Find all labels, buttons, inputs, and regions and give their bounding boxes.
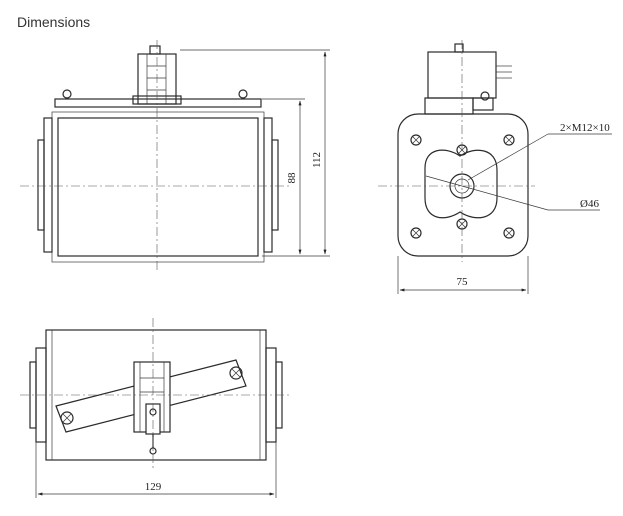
- dim-height-body: 88: [286, 172, 298, 184]
- side-connector: [424, 43, 512, 115]
- top-view: 129: [20, 318, 290, 498]
- front-flange-right: [263, 117, 273, 253]
- dim-thread: 2×M12×10: [560, 122, 610, 134]
- dim-length: 129: [145, 481, 162, 493]
- front-body: [57, 117, 259, 257]
- top-screw-right: [229, 366, 243, 380]
- front-screw-right: [238, 89, 248, 99]
- front-screw-left: [62, 89, 72, 99]
- dim-height-overall: 112: [311, 152, 323, 168]
- side-view: 2×M12×10 Ø46 75: [378, 40, 612, 294]
- top-connector: [133, 361, 171, 455]
- top-screw-left: [60, 411, 74, 425]
- front-top-plate: [54, 98, 262, 108]
- page-heading: Dimensions: [17, 14, 91, 30]
- dim-width-side: 75: [457, 276, 469, 288]
- side-flange: [397, 113, 529, 257]
- front-view: 112 88: [20, 40, 330, 272]
- side-cavity: [424, 149, 498, 219]
- dim-bore: Ø46: [580, 198, 599, 210]
- front-flange-left: [43, 117, 53, 253]
